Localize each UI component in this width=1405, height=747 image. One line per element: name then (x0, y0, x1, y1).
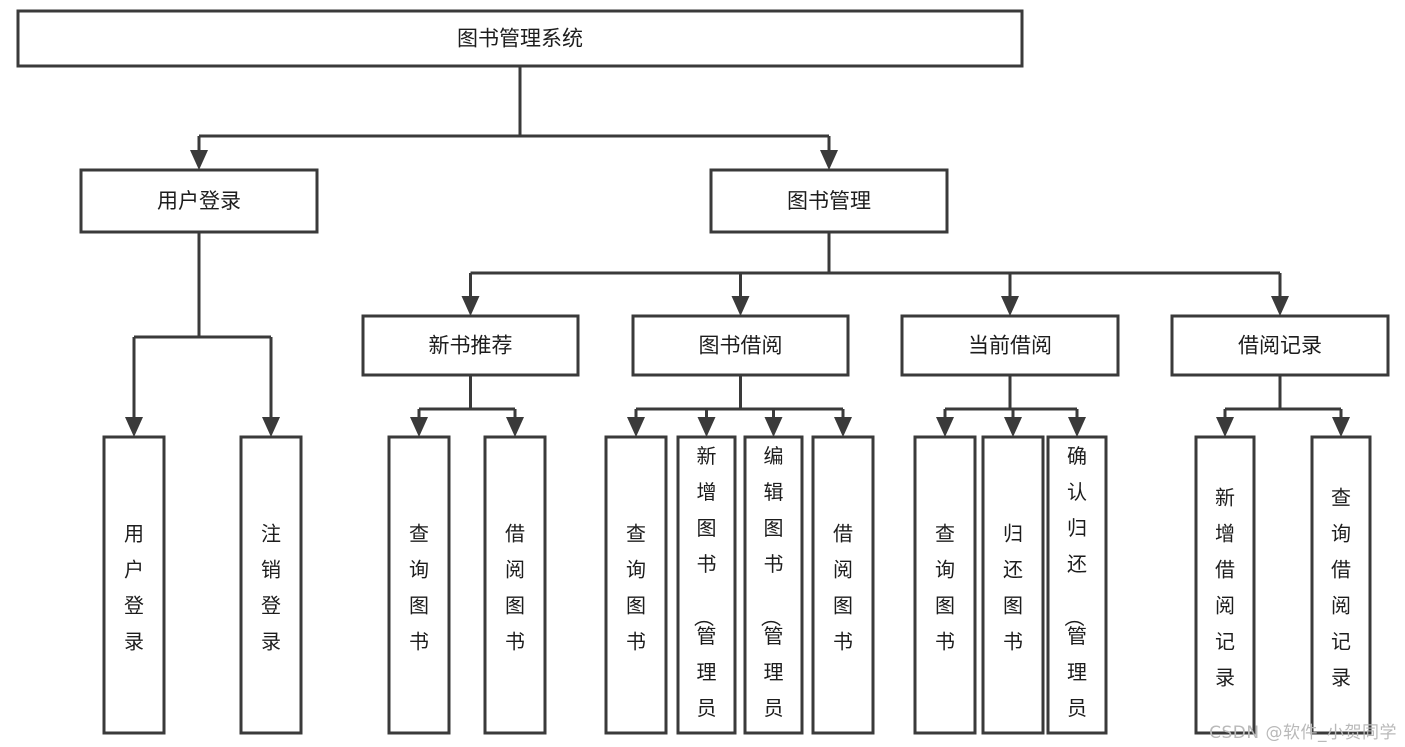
leaf-node-leaf-user-logout[interactable]: 注销登录 (239, 435, 303, 735)
leaf-node-leaf-query-book-2[interactable]: 查询图书 (604, 435, 668, 735)
leaf-node-leaf-add-book-admin[interactable]: 新增图书（管理员） (676, 435, 737, 747)
node-new-book-recommend[interactable]: 新书推荐 (361, 314, 580, 377)
node-label: 图书管理 (787, 189, 871, 213)
node-box[interactable] (811, 435, 875, 735)
node-layer: 图书管理系统用户登录图书管理新书推荐图书借阅当前借阅借阅记录用户登录注销登录查询… (16, 9, 1390, 747)
node-box[interactable] (743, 435, 804, 735)
node-box[interactable] (361, 314, 580, 377)
leaf-node-leaf-confirm-return-admin[interactable]: 确认归还（管理员） (1046, 435, 1108, 747)
node-label: 用户登录 (157, 189, 241, 213)
root-node-root[interactable]: 图书管理系统 (16, 9, 1024, 68)
arrow-head-icon (410, 417, 428, 437)
node-user-login[interactable]: 用户登录 (79, 168, 319, 234)
node-box[interactable] (981, 435, 1045, 735)
arrow-head-icon (1271, 296, 1289, 316)
node-box[interactable] (1194, 435, 1256, 735)
node-borrow-record[interactable]: 借阅记录 (1170, 314, 1390, 377)
node-box[interactable] (604, 435, 668, 735)
arrow-head-icon (764, 417, 783, 437)
leaf-node-leaf-return-book[interactable]: 归还图书 (981, 435, 1045, 735)
node-label: 查询图书 (626, 521, 646, 653)
node-box[interactable] (900, 314, 1120, 377)
node-box[interactable] (676, 435, 737, 735)
arrow-head-icon (506, 417, 524, 437)
arrow-head-icon (1068, 417, 1086, 437)
node-box[interactable] (709, 168, 949, 234)
node-label: 编辑图书（管理员） (759, 444, 784, 747)
arrow-head-icon (262, 417, 280, 437)
node-box[interactable] (913, 435, 977, 735)
node-label: 当前借阅 (968, 334, 1052, 358)
arrow-head-icon (1216, 417, 1234, 437)
arrow-head-icon (125, 417, 143, 437)
leaf-node-leaf-query-borrow-record[interactable]: 查询借阅记录 (1310, 435, 1372, 735)
arrow-head-icon (731, 296, 750, 316)
leaf-node-leaf-user-login[interactable]: 用户登录 (102, 435, 166, 735)
arrow-head-icon (627, 417, 645, 437)
leaf-node-leaf-add-borrow-record[interactable]: 新增借阅记录 (1194, 435, 1256, 735)
node-label: 用户登录 (124, 521, 144, 653)
arrow-head-icon (834, 417, 852, 437)
node-box[interactable] (1046, 435, 1108, 735)
arrow-head-icon (697, 417, 716, 437)
leaf-node-leaf-query-book-3[interactable]: 查询图书 (913, 435, 977, 735)
arrow-head-icon (1004, 417, 1022, 437)
node-label: 查询借阅记录 (1331, 485, 1351, 689)
node-book-borrow[interactable]: 图书借阅 (631, 314, 850, 377)
node-label: 图书管理系统 (457, 27, 583, 51)
node-box[interactable] (387, 435, 451, 735)
arrow-head-icon (936, 417, 954, 437)
leaf-node-leaf-borrow-book-2[interactable]: 借阅图书 (811, 435, 875, 735)
node-label: 新增借阅记录 (1215, 485, 1235, 689)
node-label: 新增图书（管理员） (692, 444, 717, 747)
arrow-head-icon (1332, 417, 1350, 437)
node-label: 查询图书 (409, 521, 429, 653)
arrow-head-icon (1001, 296, 1019, 316)
leaf-node-leaf-borrow-book-1[interactable]: 借阅图书 (483, 435, 547, 735)
csdn-watermark: CSDN @软件_小贺同学 (1209, 723, 1397, 743)
node-label: 借阅记录 (1238, 334, 1322, 358)
node-label: 借阅图书 (833, 521, 853, 653)
node-box[interactable] (483, 435, 547, 735)
node-label: 新书推荐 (429, 334, 513, 358)
node-box[interactable] (16, 9, 1024, 68)
node-box[interactable] (1170, 314, 1390, 377)
connector-layer (125, 66, 1350, 437)
node-current-borrow[interactable]: 当前借阅 (900, 314, 1120, 377)
node-book-manage[interactable]: 图书管理 (709, 168, 949, 234)
node-box[interactable] (631, 314, 850, 377)
leaf-node-leaf-edit-book-admin[interactable]: 编辑图书（管理员） (743, 435, 804, 747)
node-label: 归还图书 (1003, 521, 1023, 653)
arrow-head-icon (820, 150, 838, 170)
node-box[interactable] (79, 168, 319, 234)
node-label: 借阅图书 (505, 521, 525, 653)
node-box[interactable] (1310, 435, 1372, 735)
node-label: 查询图书 (935, 521, 955, 653)
leaf-node-leaf-query-book-1[interactable]: 查询图书 (387, 435, 451, 735)
node-box[interactable] (239, 435, 303, 735)
node-box[interactable] (102, 435, 166, 735)
arrow-head-icon (190, 150, 208, 170)
node-label: 图书借阅 (699, 334, 783, 358)
node-label: 注销登录 (261, 521, 281, 653)
arrow-head-icon (461, 296, 480, 316)
node-label: 确认归还（管理员） (1062, 444, 1087, 747)
